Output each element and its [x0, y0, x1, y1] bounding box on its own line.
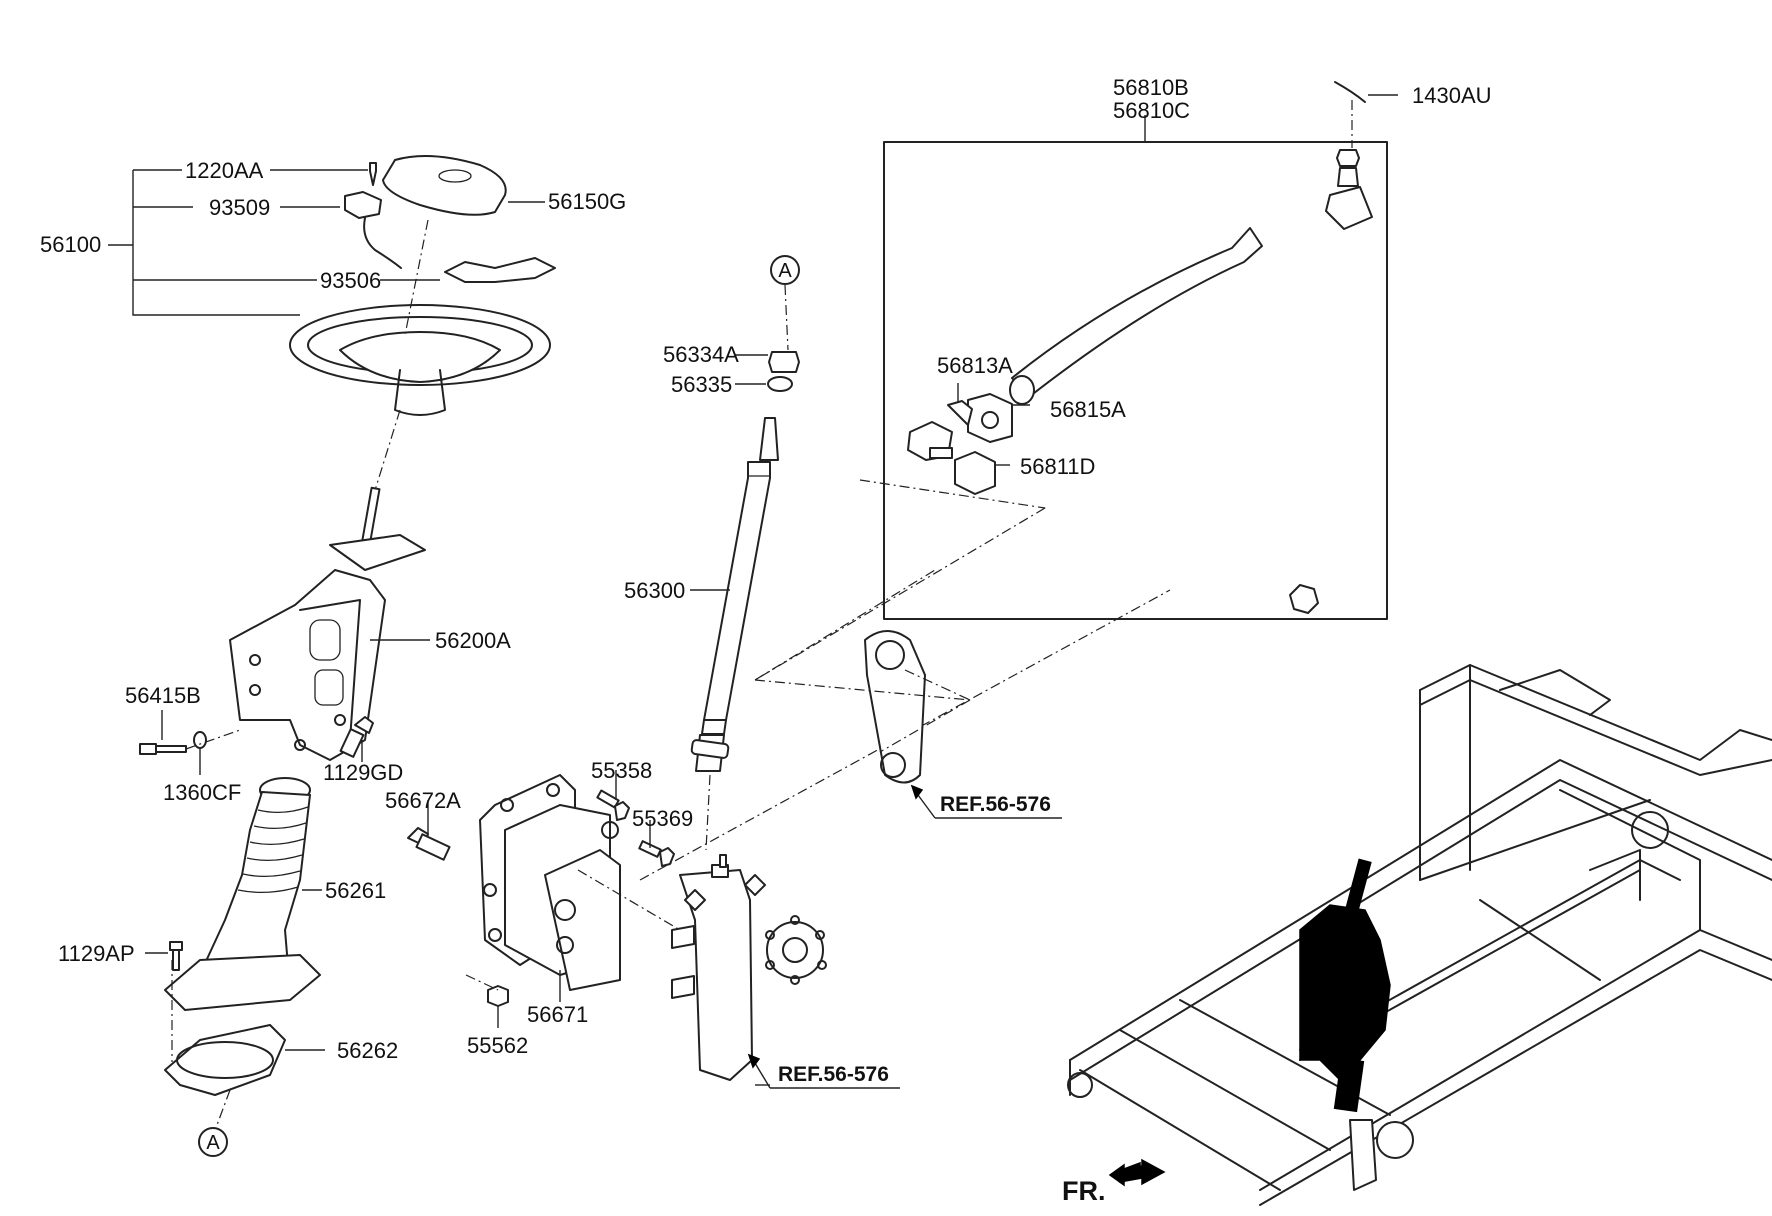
ref-label-arm: REF.56-576 — [940, 793, 1051, 816]
horn-pad-cover — [382, 155, 507, 216]
label-1360cf: 1360CF — [163, 780, 241, 805]
label-56100: 56100 — [40, 232, 101, 257]
label-55358: 55358 — [591, 758, 652, 783]
circle-marker-bottom: A — [198, 1127, 228, 1157]
front-label: FR. — [1062, 1176, 1106, 1206]
label-56810c: 56810C — [1113, 98, 1190, 123]
circle-marker-top: A — [770, 255, 800, 285]
label-55369: 55369 — [632, 806, 693, 831]
label-1129ap: 1129AP — [58, 941, 135, 966]
label-56334a: 56334A — [663, 342, 739, 367]
circle-a-top-text: A — [778, 260, 792, 282]
label-1129gd: 1129GD — [323, 760, 403, 785]
label-56150g: 56150G — [548, 189, 626, 214]
screw-1220aa — [369, 162, 377, 186]
shaft-tube — [703, 461, 771, 721]
label-93509: 93509 — [209, 195, 270, 220]
chassis-reference-view — [1067, 664, 1772, 1206]
label-56671: 56671 — [527, 1002, 588, 1027]
ref-gear-callout: REF.56-576 — [747, 1053, 900, 1089]
label-56810b: 56810B — [1113, 75, 1189, 100]
label-55562: 55562 — [467, 1033, 528, 1058]
label-56815a: 56815A — [1050, 397, 1126, 422]
front-arrow-icon — [1108, 1161, 1141, 1187]
label-1220aa: 1220AA — [185, 158, 264, 183]
label-56261: 56261 — [325, 878, 386, 903]
drag-link-rod — [1011, 227, 1263, 398]
steering-column-silhouette — [1299, 904, 1391, 1082]
pitman-arm — [754, 479, 1046, 784]
column-bracket — [229, 569, 386, 761]
label-1430au: 1430AU — [1412, 83, 1492, 108]
drag-link-group-frame — [883, 141, 1388, 620]
label-56811d: 56811D — [1020, 454, 1095, 479]
intermediate-shaft — [690, 284, 800, 851]
ref-arm-callout: REF.56-576 — [910, 784, 1062, 819]
drag-link-box — [883, 81, 1398, 620]
label-56200a: 56200A — [435, 628, 511, 653]
steering-column-assembly — [229, 486, 430, 761]
label-56262: 56262 — [337, 1038, 398, 1063]
label-56415b: 56415B — [125, 683, 201, 708]
ref-label-gear: REF.56-576 — [778, 1063, 889, 1086]
fasteners-55358-55369-55562 — [407, 770, 675, 1028]
column-boot-assembly — [145, 777, 325, 1126]
label-56813a: 56813A — [937, 353, 1013, 378]
wiring-bracket — [444, 257, 556, 283]
circle-a-bottom-text: A — [206, 1132, 220, 1154]
front-direction-indicator: FR. — [1062, 1161, 1141, 1206]
steering-wheel-group — [108, 155, 556, 501]
column-fasteners — [139, 710, 374, 775]
boot-plate — [164, 1024, 286, 1096]
horn-switch — [344, 191, 382, 219]
label-93506: 93506 — [320, 268, 381, 293]
part-labels: 1220AA 93509 56150G 56100 93506 56200A 5… — [40, 75, 1492, 1063]
gear-bracket-56671 — [479, 774, 621, 1002]
label-56335: 56335 — [671, 372, 732, 397]
label-56672a: 56672A — [385, 788, 461, 813]
label-56300: 56300 — [624, 578, 685, 603]
